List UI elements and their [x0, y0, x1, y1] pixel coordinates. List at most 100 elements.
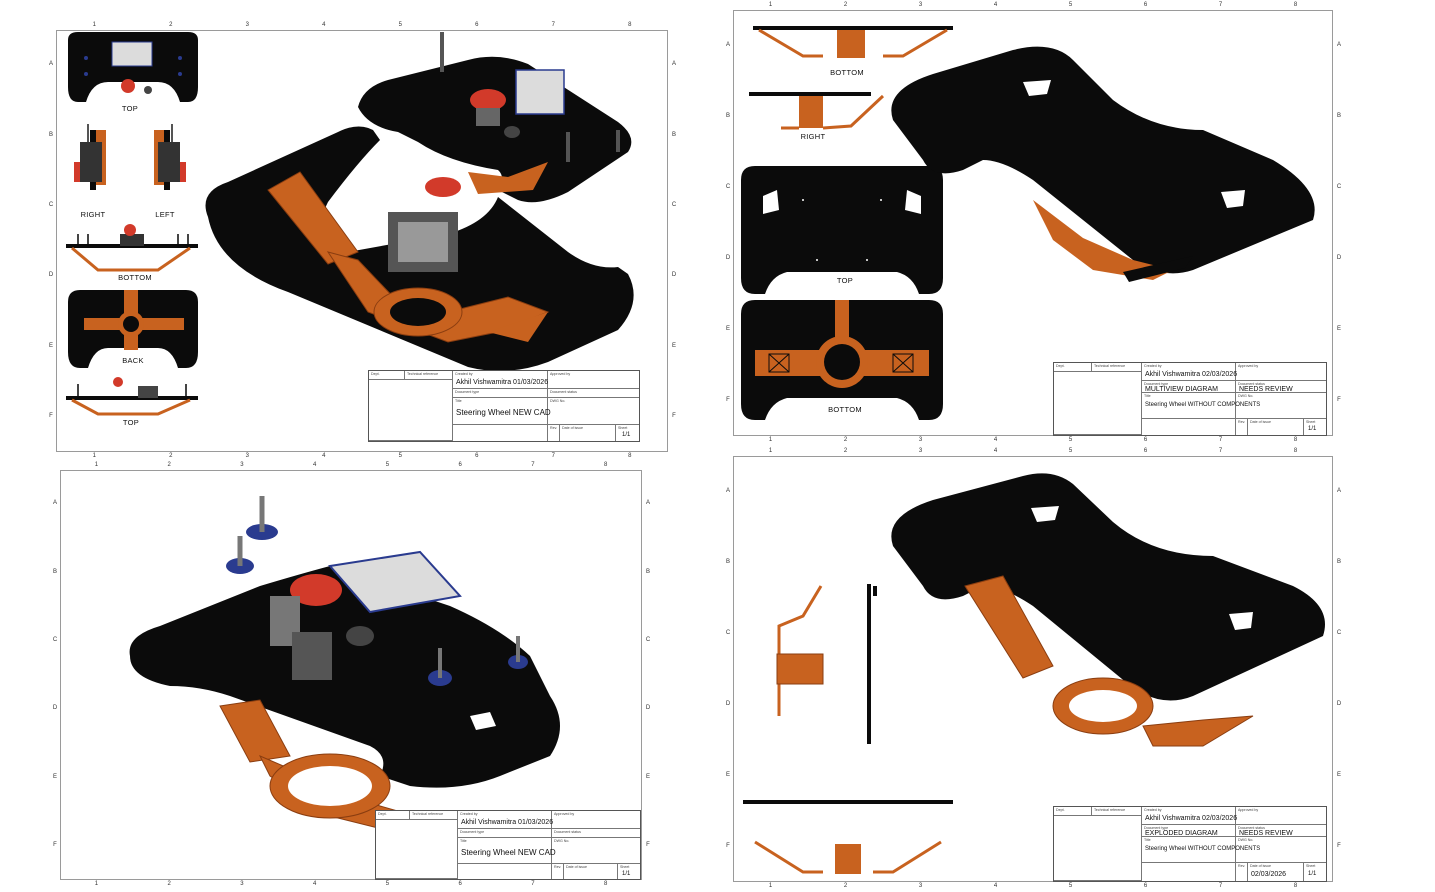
drawing-title: Steering Wheel NEW CAD	[461, 848, 556, 857]
zone-col-label: 6	[1143, 448, 1148, 454]
zone-col-label: 8	[1293, 448, 1298, 454]
zone-col-label: 2	[169, 453, 173, 459]
zone-row-label: B	[48, 131, 53, 138]
zone-col-label: 4	[312, 881, 317, 887]
zone-col-label: 5	[385, 881, 390, 887]
zone-row-label: C	[52, 636, 58, 643]
zone-col-label: 6	[1143, 2, 1148, 8]
zone-row-label: E	[1336, 771, 1341, 778]
zone-col-label: 3	[240, 881, 244, 887]
zone-col-label: 5	[1068, 448, 1073, 454]
iso-small-top	[358, 32, 632, 203]
zone-col-label: 2	[169, 22, 173, 28]
zone-col-label: 8	[628, 22, 632, 28]
zone-row-label: B	[645, 568, 650, 575]
view-label-bottom-top: BOTTOM	[830, 68, 864, 77]
zone-row-label: C	[725, 183, 731, 190]
zone-col-label: 3	[918, 448, 923, 454]
sheet-number: 1/1	[622, 432, 631, 438]
zone-row-label: C	[671, 201, 677, 208]
zone-row-label: F	[672, 412, 676, 419]
view-right	[749, 92, 885, 130]
zone-row-label: D	[645, 705, 651, 712]
zone-col-label: 2	[843, 437, 848, 443]
zone-col-label: 5	[1068, 437, 1073, 443]
zone-row-label: A	[1336, 41, 1341, 48]
zone-col-label: 7	[531, 881, 535, 887]
zone-row-label: E	[725, 771, 730, 778]
zone-col-label: 4	[993, 2, 998, 8]
drawing-title: Steering Wheel NEW CAD	[456, 408, 551, 417]
zone-row-label: A	[725, 41, 730, 48]
zone-row-label: A	[645, 500, 650, 507]
view-back-small	[68, 290, 198, 368]
zone-col-label: 4	[993, 437, 998, 443]
sheet-2-drawing	[741, 26, 1315, 420]
zone-col-label: 3	[240, 462, 244, 468]
zone-col-label: 7	[1218, 448, 1223, 454]
zone-row-label: B	[52, 568, 57, 575]
zone-col-label: 5	[385, 462, 390, 468]
zone-col-label: 1	[768, 448, 773, 454]
zone-row-label: C	[48, 201, 54, 208]
zone-col-label: 6	[1143, 883, 1148, 889]
zone-col-label: 5	[398, 453, 402, 459]
zone-col-label: 6	[458, 462, 462, 468]
zone-row-label: F	[646, 841, 650, 848]
date-of-issue: 02/03/2026	[1251, 871, 1287, 878]
zone-row-label: B	[1336, 112, 1341, 119]
zone-col-label: 2	[843, 448, 848, 454]
exploded-bottom-plate	[743, 800, 953, 874]
zone-col-label: 7	[551, 453, 555, 459]
view-top	[741, 166, 943, 294]
zone-col-label: 6	[1143, 437, 1148, 443]
iso-large	[891, 46, 1315, 282]
zone-row-label: F	[726, 842, 730, 849]
view-label-right: RIGHT	[800, 132, 826, 141]
zone-row-label: D	[1336, 700, 1342, 707]
view-top-small	[68, 32, 198, 102]
zone-col-label: 4	[312, 462, 317, 468]
zone-row-label: F	[726, 396, 730, 403]
zone-col-label: 7	[531, 462, 535, 468]
zone-col-label: 1	[94, 462, 99, 468]
zone-row-label: E	[52, 773, 57, 780]
exploded-iso	[891, 473, 1325, 747]
zone-col-label: 6	[475, 453, 479, 459]
zone-col-label: 8	[603, 462, 608, 468]
zone-col-label: 5	[1068, 883, 1073, 889]
zone-col-label: 5	[398, 22, 402, 28]
zone-row-label: F	[49, 412, 53, 419]
zone-col-label: 4	[322, 22, 326, 28]
zone-row-label: D	[725, 254, 731, 261]
drawing-sheet-1: TOP RIGHT LEFT BOTTOM BACK TOP Dept. Tec…	[28, 12, 668, 452]
zone-col-label: 1	[94, 881, 99, 887]
zone-row-label: D	[671, 272, 677, 279]
zone-row-label: A	[1336, 487, 1341, 494]
zone-col-label: 8	[1293, 437, 1298, 443]
zone-col-label: 1	[768, 437, 773, 443]
zone-row-label: D	[48, 272, 54, 279]
view-label-right: RIGHT	[80, 210, 106, 219]
created-by: Akhil Vishwamitra 02/03/2026	[1145, 815, 1238, 822]
zone-col-label: 5	[1068, 2, 1073, 8]
zone-row-label: B	[1336, 558, 1341, 565]
zone-row-label: F	[53, 841, 57, 848]
zone-col-label: 3	[918, 2, 923, 8]
zone-col-label: 1	[768, 2, 773, 8]
zone-row-label: A	[48, 61, 53, 68]
view-label-bottom: BOTTOM	[118, 273, 152, 282]
zone-col-label: 4	[993, 883, 998, 889]
created-by: Akhil Vishwamitra 01/03/2026	[461, 819, 554, 826]
zone-col-label: 8	[603, 881, 608, 887]
zone-col-label: 6	[475, 22, 479, 28]
created-by: Akhil Vishwamitra 01/03/2026	[456, 379, 549, 386]
sheet-number: 1/1	[622, 871, 631, 877]
zone-row-label: E	[645, 773, 650, 780]
zone-col-label: 1	[768, 883, 773, 889]
zone-row-label: D	[52, 705, 58, 712]
zone-col-label: 7	[1218, 437, 1223, 443]
